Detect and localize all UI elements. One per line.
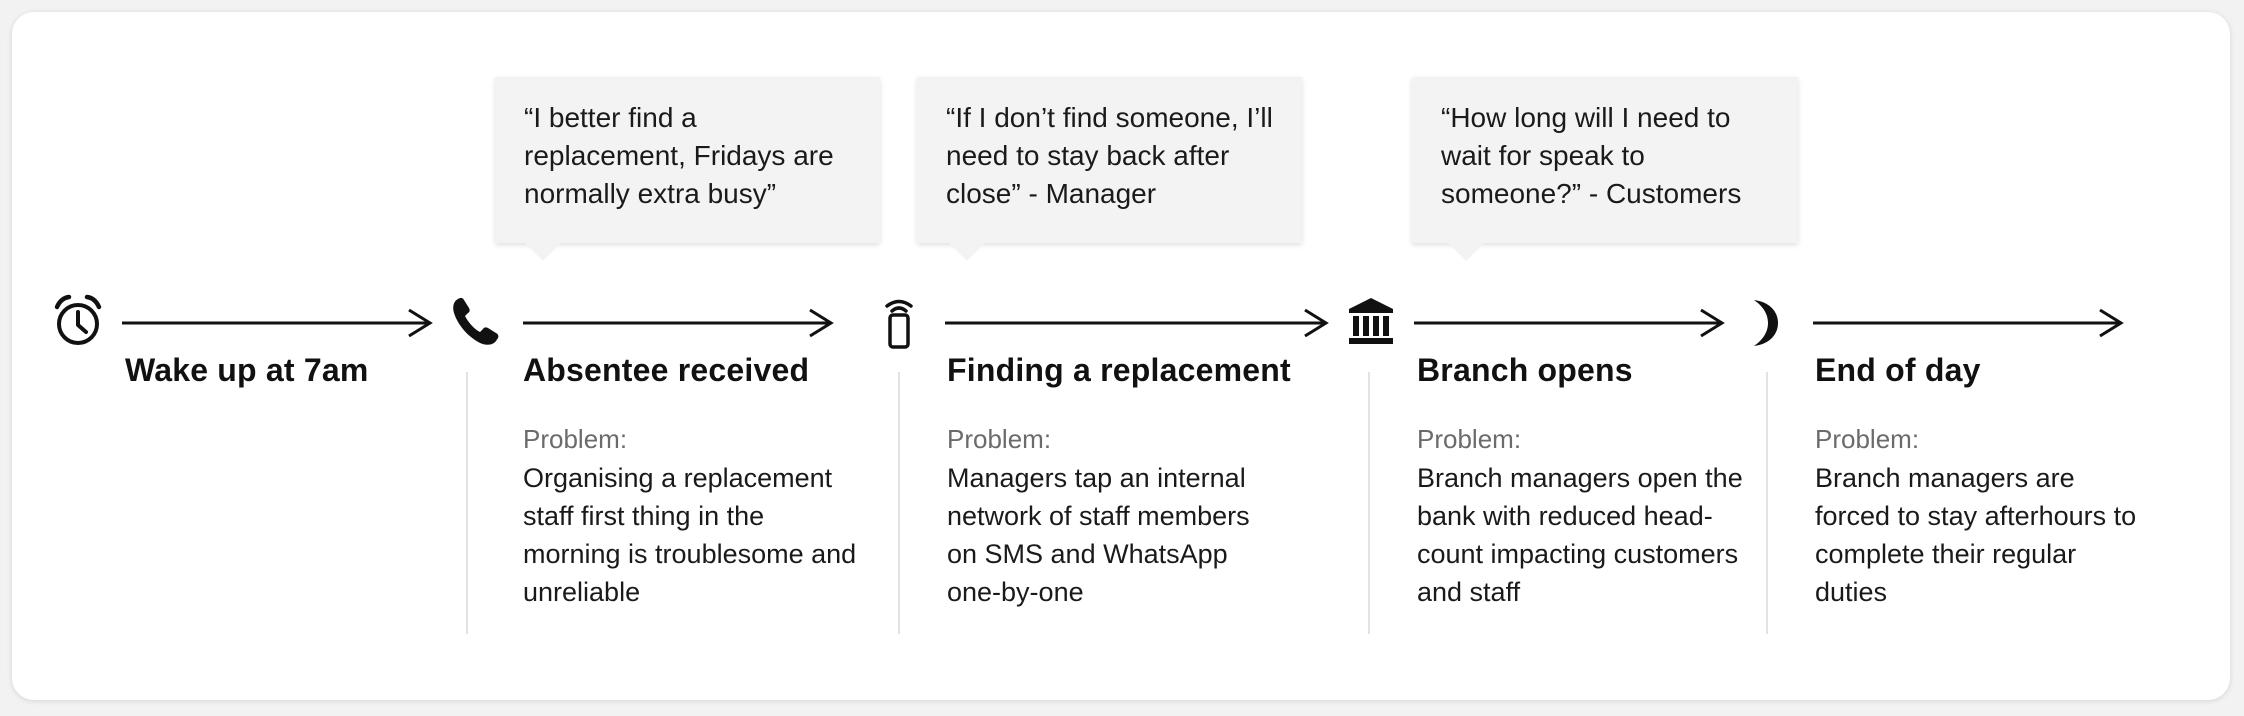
problem-text: Managers tap an internal network of staf… xyxy=(947,463,1250,607)
timeline-arrow xyxy=(523,308,834,338)
quote-bubble: “I better find a replacement, Fridays ar… xyxy=(495,77,880,261)
step-title: Finding a replacement xyxy=(947,352,1291,388)
alarm-clock-icon xyxy=(54,294,102,345)
timeline-arrow xyxy=(945,308,1329,338)
quote-text: “If I don’t find someone, I’ll need to s… xyxy=(946,102,1273,209)
timeline-arrow xyxy=(122,308,433,338)
phone-icon xyxy=(453,297,499,345)
step-title: Branch opens xyxy=(1417,352,1633,388)
timeline-arrow xyxy=(1813,308,2124,338)
problem-label: Problem: xyxy=(947,424,1052,454)
step-title: Absentee received xyxy=(523,352,810,388)
problem-text: Organising a replacement staff first thi… xyxy=(523,463,857,607)
mobile-signal-icon xyxy=(885,299,913,349)
bank-icon xyxy=(1349,298,1393,344)
step-divider xyxy=(1368,372,1370,634)
problem-text: Branch managers are forced to stay after… xyxy=(1815,463,2137,607)
problem-label: Problem: xyxy=(523,424,628,454)
problem-label: Problem: xyxy=(1417,424,1522,454)
step-divider xyxy=(898,372,900,634)
problem-label: Problem: xyxy=(1815,424,1920,454)
problem-text: Branch managers open the bank with reduc… xyxy=(1417,463,1743,607)
quote-bubble: “How long will I need to wait for speak … xyxy=(1412,77,1798,261)
moon-icon xyxy=(1754,300,1778,346)
step-divider xyxy=(466,372,468,634)
quote-text: “How long will I need to wait for speak … xyxy=(1441,102,1742,209)
quote-text: “I better find a replacement, Fridays ar… xyxy=(524,102,834,209)
step-title: End of day xyxy=(1815,352,1981,388)
quote-bubble: “If I don’t find someone, I’ll need to s… xyxy=(917,77,1302,261)
step-divider xyxy=(1766,372,1768,634)
step-title: Wake up at 7am xyxy=(125,352,369,388)
timeline-arrow xyxy=(1414,308,1725,338)
